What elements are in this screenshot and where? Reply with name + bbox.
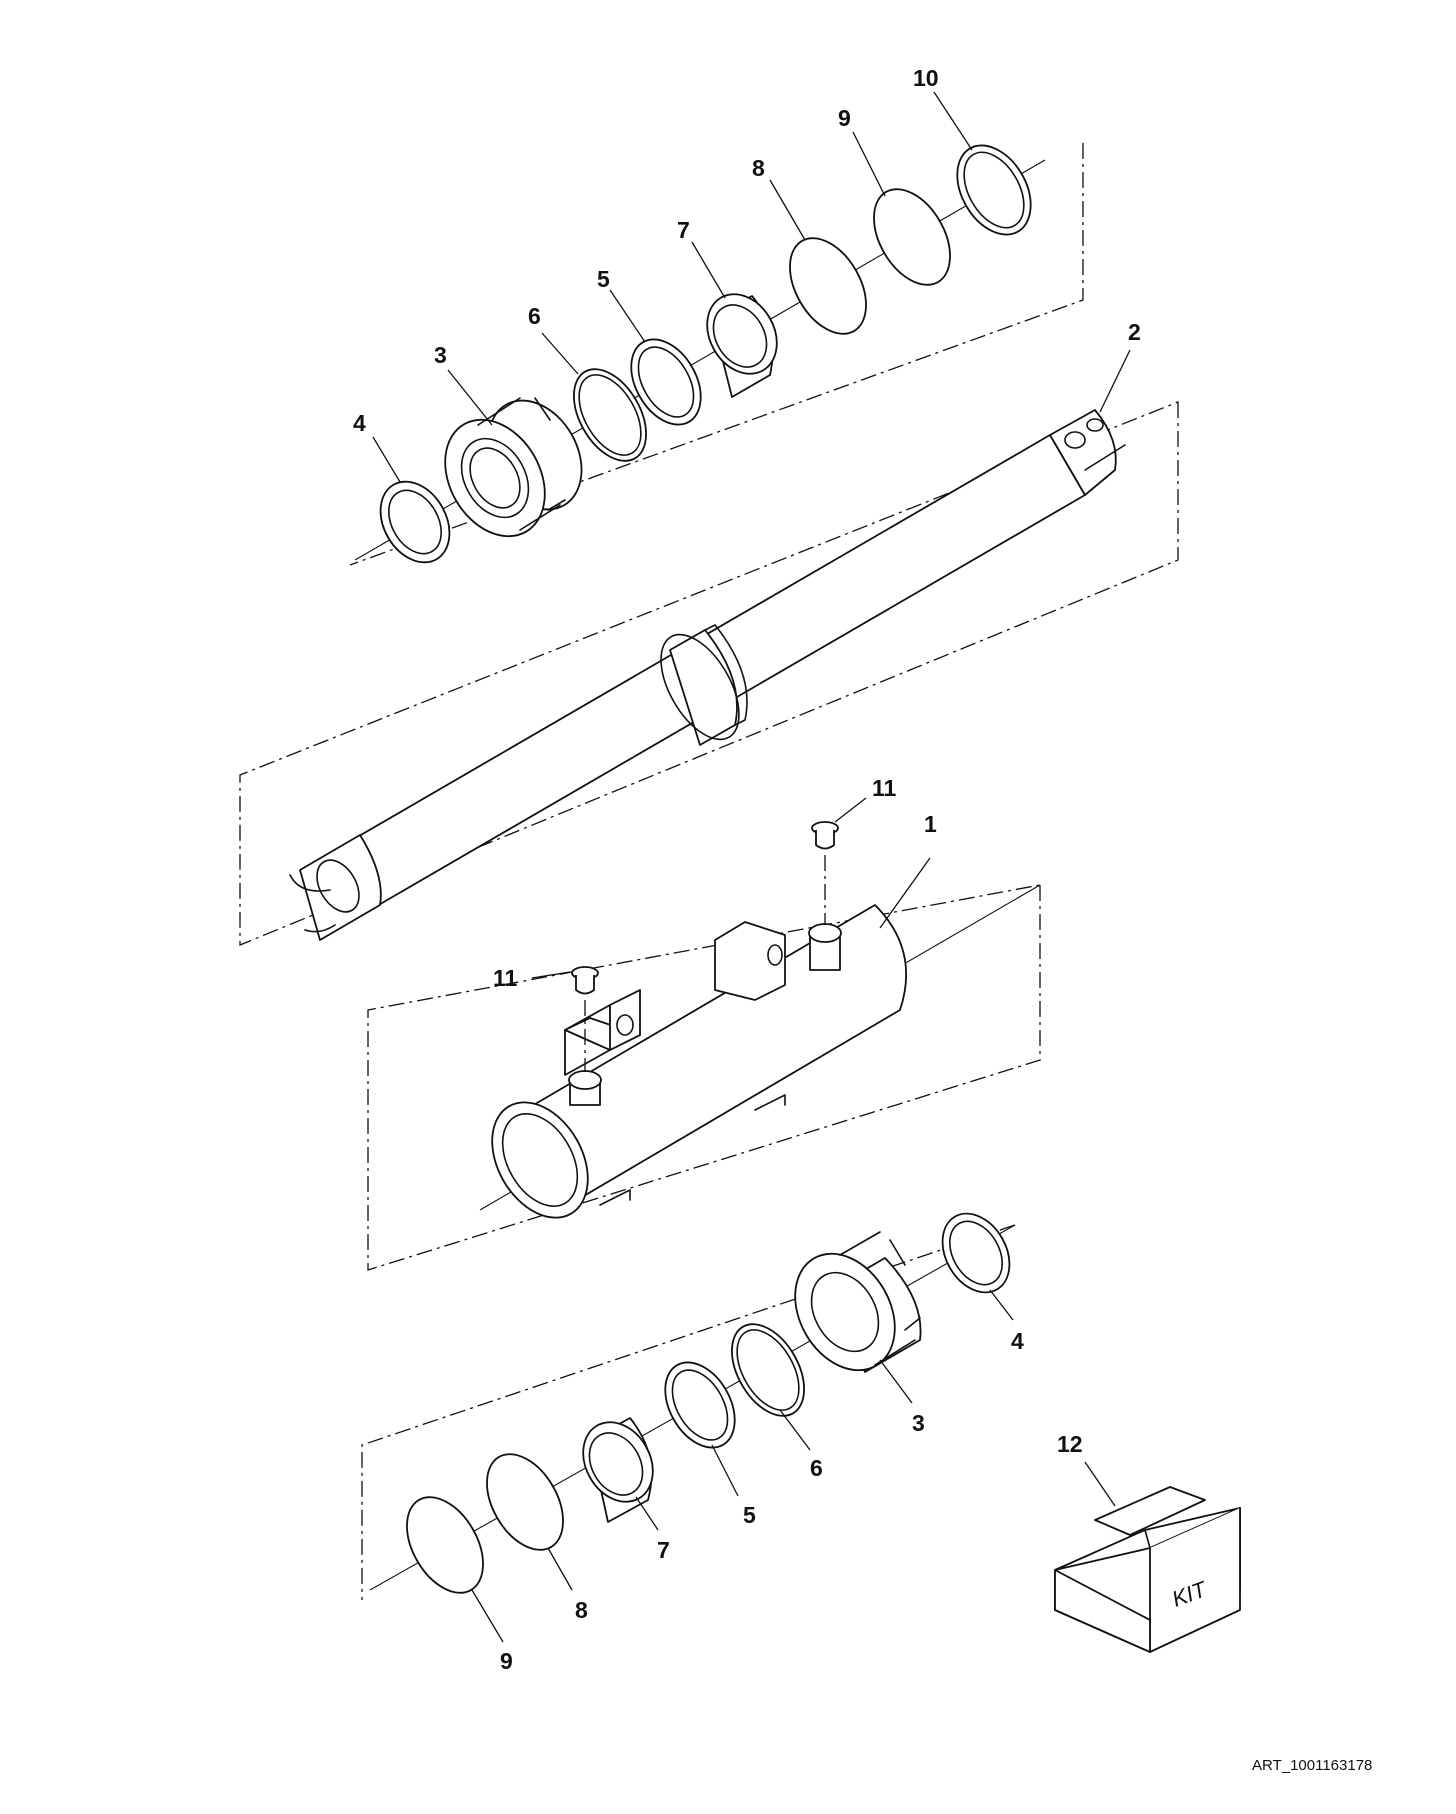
leader-lines [372, 91, 1131, 1643]
callout-upper-7: 7 [677, 217, 690, 243]
kit-box-12: KIT [1054, 1486, 1241, 1653]
upper-wiper-ring-4 [379, 480, 451, 564]
callout-lower-9: 9 [500, 1648, 513, 1674]
upper-seal-10 [956, 144, 1032, 236]
callout-upper-9: 9 [838, 105, 851, 131]
lower-backup-ring-5 [664, 1361, 736, 1449]
rod-dashed-frame [239, 401, 1179, 946]
callout-upper-4: 4 [353, 410, 366, 436]
upper-oring-6 [573, 368, 647, 462]
upper-group-dashed-frame [349, 143, 1084, 566]
upper-gland-3 [444, 397, 583, 538]
callout-lower-7: 7 [657, 1537, 670, 1563]
lower-seal-9 [406, 1496, 484, 1594]
callout-rod-2: 2 [1128, 319, 1141, 345]
lower-gland-3 [794, 1231, 922, 1373]
callout-lower-4: 4 [1011, 1328, 1024, 1354]
callout-upper-5: 5 [597, 266, 610, 292]
lower-group-dashed-frame [361, 1224, 1016, 1600]
upper-bushing-7 [706, 293, 778, 398]
upper-seal-8 [789, 237, 867, 335]
callout-fitting-11-top: 11 [872, 775, 897, 801]
grease-fitting-11-top [811, 821, 839, 925]
lower-seal-8 [486, 1453, 564, 1551]
callout-fitting-11-left: 11 [493, 965, 518, 991]
lower-bushing-7 [582, 1417, 654, 1523]
grease-fitting-11-left [571, 966, 599, 1072]
callout-upper-8: 8 [752, 155, 765, 181]
callout-barrel-1: 1 [924, 811, 937, 837]
callout-upper-6: 6 [528, 303, 541, 329]
callout-lower-3: 3 [912, 1410, 925, 1436]
callout-upper-10: 10 [913, 65, 939, 91]
cylinder-barrel-1 [491, 904, 907, 1219]
piston-rod-2 [289, 409, 1126, 941]
callout-lower-6: 6 [810, 1455, 823, 1481]
upper-backup-ring-5 [630, 338, 702, 426]
lower-oring-6 [731, 1323, 805, 1417]
callout-kit-12: 12 [1057, 1431, 1083, 1457]
art-id-label: ART_1001163178 [1252, 1757, 1372, 1774]
upper-seal-9 [873, 188, 951, 286]
callout-upper-3: 3 [434, 342, 447, 368]
callout-lower-5: 5 [743, 1502, 756, 1528]
callout-lower-8: 8 [575, 1597, 588, 1623]
lower-wiper-ring-4 [941, 1212, 1011, 1294]
